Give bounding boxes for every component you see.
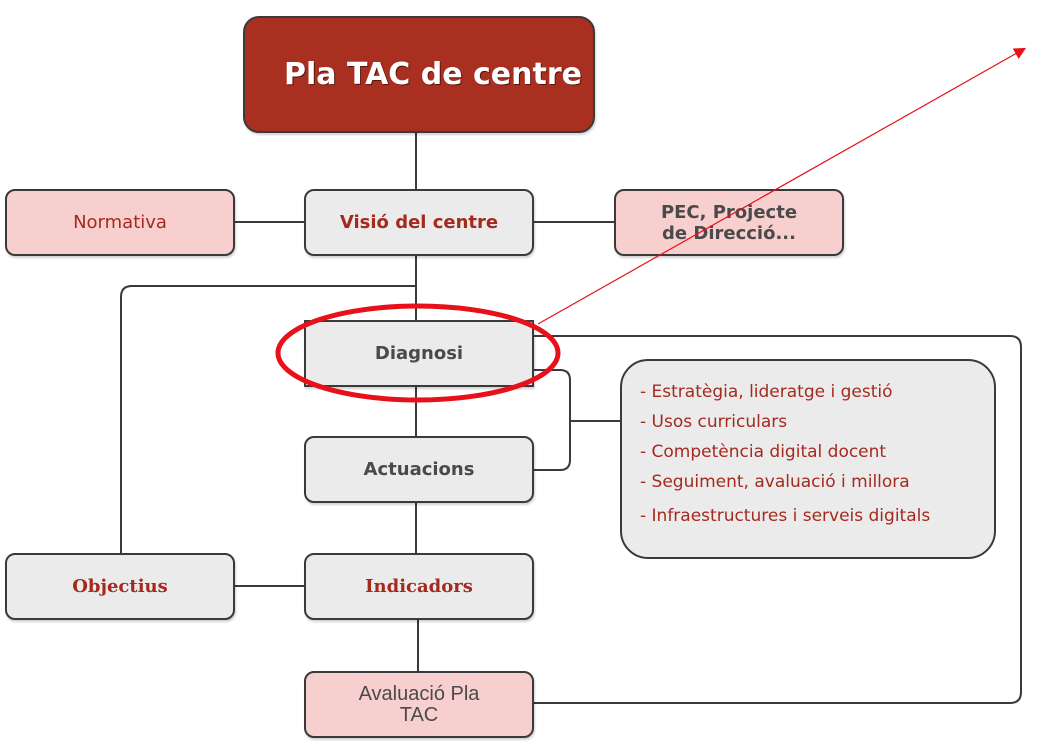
node-avaluacio-pla-tac: Avaluació Pla TAC	[304, 671, 534, 738]
area-item: - Competència digital docent	[640, 442, 887, 462]
visio-label: Visió del centre	[339, 212, 499, 233]
actuacions-label: Actuacions	[363, 459, 475, 480]
node-objectius: Objectius	[5, 553, 235, 620]
indicadors-label: Indicadors	[365, 576, 473, 597]
node-pec: PEC, Projecte de Direcció...	[614, 189, 844, 256]
avaluacio-label-line2: TAC	[399, 703, 439, 726]
node-diagnosi: Diagnosi	[304, 320, 534, 387]
avaluacio-label-line1: Avaluació Pla	[358, 682, 480, 705]
title-text: Pla TAC de centre	[283, 57, 582, 92]
pec-label-line2: de Direcció...	[662, 222, 796, 244]
normativa-label: Normativa	[73, 212, 167, 233]
objectius-label: Objectius	[72, 576, 168, 597]
node-actuacions: Actuacions	[304, 436, 534, 503]
pec-label-line1: PEC, Projecte	[660, 201, 798, 223]
connector-avaluacio-diagnosi	[534, 335, 1022, 704]
diagnosi-label: Diagnosi	[374, 343, 464, 364]
node-visio-del-centre: Visió del centre	[304, 189, 534, 256]
area-item: - Usos curriculars	[640, 412, 788, 432]
area-item: - Infraestructures i serveis digitals	[640, 506, 931, 526]
connector-diagnosi-areas	[534, 369, 571, 471]
diagnosi-areas-list: - Estratègia, lideratge i gestió - Usos …	[620, 359, 996, 559]
node-normativa: Normativa	[5, 189, 235, 256]
node-indicadors: Indicadors	[304, 553, 534, 620]
title-node: Pla TAC de centre	[243, 16, 595, 133]
connector-visio-objectius	[120, 285, 416, 553]
area-item: - Estratègia, lideratge i gestió	[640, 382, 893, 402]
area-item: - Seguiment, avaluació i millora	[640, 472, 910, 492]
